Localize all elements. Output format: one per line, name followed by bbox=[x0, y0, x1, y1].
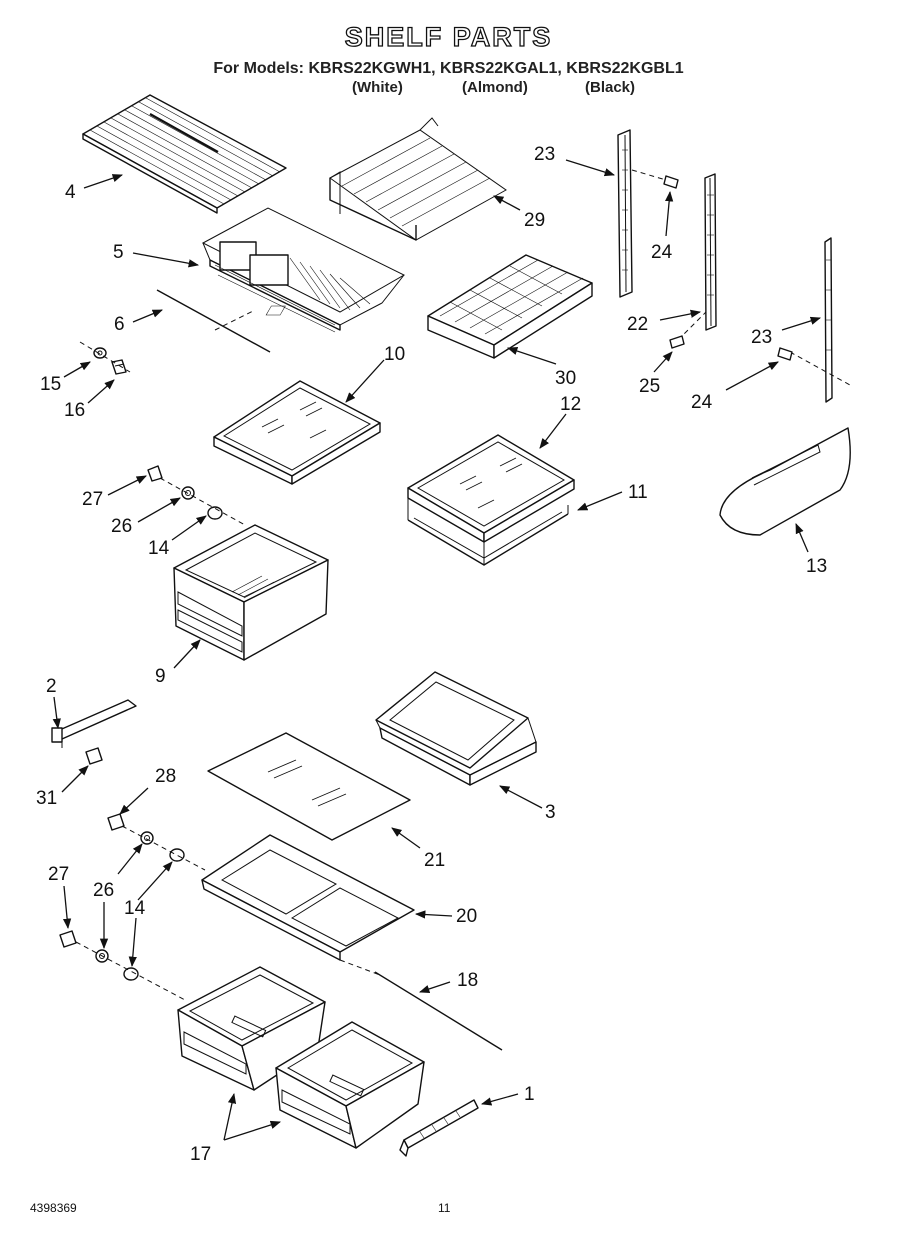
callout-20: 20 bbox=[456, 906, 477, 927]
callout-10: 10 bbox=[384, 344, 405, 365]
callout-1: 1 bbox=[524, 1084, 535, 1105]
rail-part-23-upper bbox=[617, 129, 633, 298]
callout-2: 2 bbox=[46, 676, 57, 697]
callout-23-lower: 23 bbox=[751, 327, 772, 348]
glass-part-21 bbox=[207, 732, 411, 841]
screw-part-25 bbox=[669, 335, 685, 349]
callout-15: 15 bbox=[40, 374, 61, 395]
page-number: 11 bbox=[438, 1201, 451, 1215]
callout-13: 13 bbox=[806, 556, 827, 577]
page-title: SHELF PARTS bbox=[344, 21, 553, 52]
rod-part-6 bbox=[156, 289, 271, 353]
callout-23-upper: 23 bbox=[534, 144, 555, 165]
callout-27-upper: 27 bbox=[82, 489, 103, 510]
rail-part-23-lower bbox=[824, 237, 833, 403]
models-line: For Models: KBRS22KGWH1, KBRS22KGAL1, KB… bbox=[213, 60, 684, 77]
callout-21: 21 bbox=[424, 850, 445, 871]
callout-9: 9 bbox=[155, 666, 166, 687]
callout-11: 11 bbox=[628, 482, 648, 503]
bushing-part-26-lower bbox=[140, 831, 154, 845]
screw-part-27-upper bbox=[147, 465, 163, 482]
drawer-part-17-left bbox=[177, 966, 326, 1091]
slide-frame-part-11 bbox=[407, 498, 569, 566]
callout-12: 12 bbox=[560, 394, 581, 415]
callout-16: 16 bbox=[64, 400, 85, 421]
callout-3: 3 bbox=[545, 802, 556, 823]
bracket-part-1 bbox=[399, 1099, 479, 1157]
callout-26-upper: 26 bbox=[111, 516, 132, 537]
bracket-part-2 bbox=[51, 699, 137, 748]
color-white-label: (White) bbox=[352, 79, 403, 96]
drawer-part-9 bbox=[173, 524, 329, 661]
callout-24-upper: 24 bbox=[651, 242, 673, 263]
callout-14-lower: 14 bbox=[124, 898, 146, 919]
screw-part-31 bbox=[85, 747, 103, 765]
callout-6: 6 bbox=[114, 314, 125, 335]
screw-part-27-lower bbox=[59, 930, 77, 948]
wire-basket-part-5 bbox=[201, 207, 406, 333]
rail-part-22 bbox=[704, 173, 717, 331]
glass-shelf-part-10 bbox=[213, 380, 381, 485]
callout-27-lower: 27 bbox=[48, 864, 69, 885]
callout-29: 29 bbox=[524, 210, 545, 231]
wire-shelf-part-4 bbox=[82, 94, 287, 214]
screw-part-16 bbox=[111, 359, 127, 375]
color-almond-label: (Almond) bbox=[462, 79, 528, 96]
callout-31: 31 bbox=[36, 788, 57, 809]
callout-28: 28 bbox=[155, 766, 176, 787]
leader-arrows bbox=[52, 159, 821, 1141]
document-number: 4398369 bbox=[30, 1201, 77, 1215]
frame-part-20 bbox=[201, 834, 415, 961]
screw-part-24-upper bbox=[663, 175, 679, 189]
callout-14-upper: 14 bbox=[148, 538, 170, 559]
washer-part-15 bbox=[93, 347, 107, 359]
callout-5: 5 bbox=[113, 242, 124, 263]
wire-shelf-part-29 bbox=[329, 117, 507, 241]
cap-part-14-lower bbox=[123, 967, 139, 981]
screw-part-24-lower bbox=[777, 347, 793, 361]
ice-tray-part-30 bbox=[265, 254, 593, 359]
cap-part-14-middle bbox=[169, 848, 185, 862]
callout-18: 18 bbox=[457, 970, 478, 991]
callout-22: 22 bbox=[627, 314, 648, 335]
pan-part-3 bbox=[375, 671, 537, 786]
glass-shelf-part-12 bbox=[407, 434, 575, 543]
callout-4: 4 bbox=[65, 182, 76, 203]
callout-labels: 4 5 6 15 16 29 23 24 22 25 23 24 30 10 1… bbox=[36, 144, 827, 1165]
cover-part-13 bbox=[719, 427, 851, 536]
callout-30: 30 bbox=[555, 368, 576, 389]
callout-25: 25 bbox=[639, 376, 660, 397]
callout-26-lower: 26 bbox=[93, 880, 114, 901]
callout-17: 17 bbox=[190, 1144, 211, 1165]
screw-part-28 bbox=[107, 813, 125, 831]
callout-24-lower: 24 bbox=[691, 392, 713, 413]
rod-part-18 bbox=[374, 971, 503, 1051]
color-black-label: (Black) bbox=[585, 79, 636, 96]
drawer-part-17-right bbox=[275, 1021, 425, 1149]
